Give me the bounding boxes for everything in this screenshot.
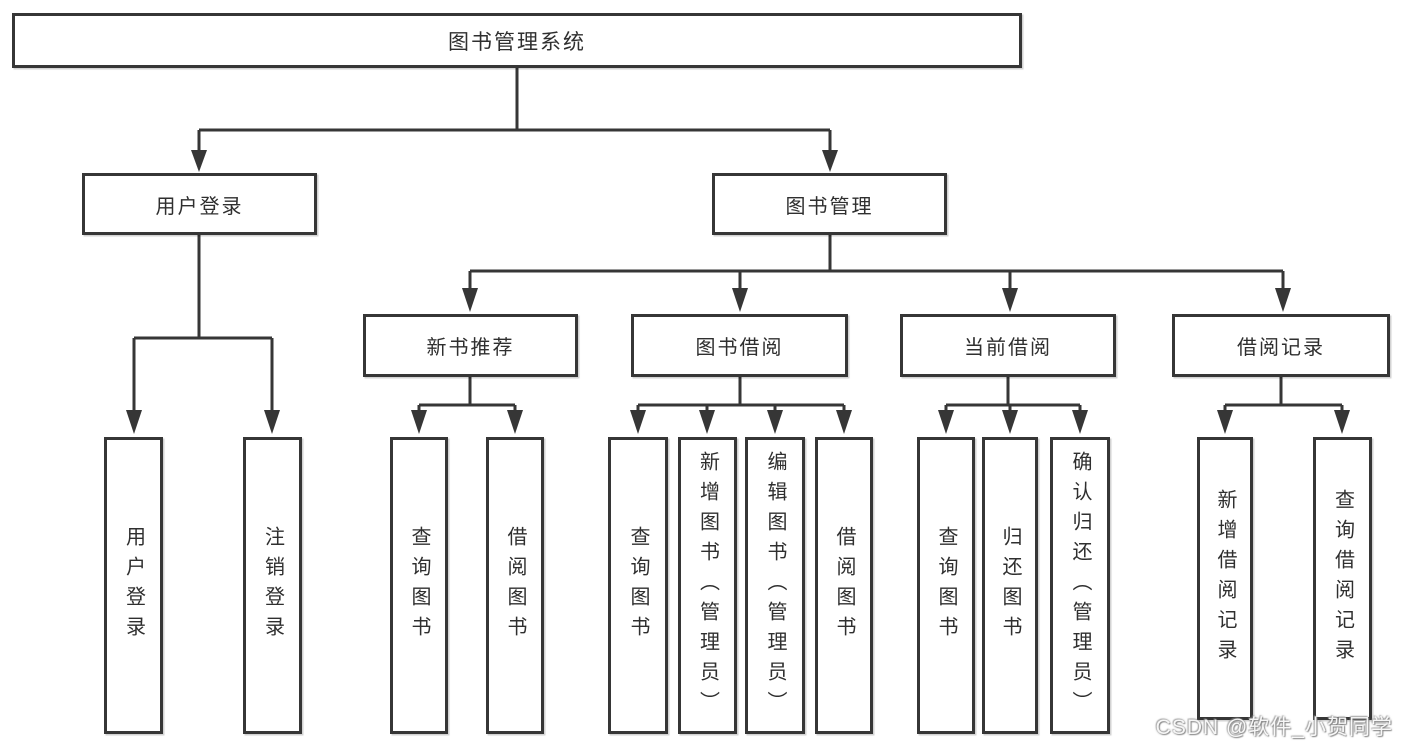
leaf-records-query-record: 查询借阅记录 [1313,437,1372,720]
node-user-login: 用户登录 [82,173,317,235]
node-borrow-records: 借阅记录 [1172,314,1390,377]
leaf-newrec-query-books: 查询图书 [390,437,448,734]
node-book-borrow: 图书借阅 [631,314,848,377]
node-new-book-recommend: 新书推荐 [363,314,578,377]
leaf-current-confirm-return-admin: 确认归还（管理员） [1050,437,1110,734]
leaf-current-query-books: 查询图书 [917,437,975,734]
node-root: 图书管理系统 [12,13,1022,68]
node-current-borrow: 当前借阅 [900,314,1116,377]
node-book-mgmt: 图书管理 [712,173,947,235]
leaf-logout: 注销登录 [243,437,302,734]
leaf-borrow-edit-books-admin: 编辑图书（管理员） [745,437,805,734]
leaf-borrow-add-books-admin: 新增图书（管理员） [678,437,737,734]
leaf-borrow-query-books: 查询图书 [608,437,668,734]
leaf-newrec-borrow-books: 借阅图书 [486,437,544,734]
csdn-watermark: CSDN @软件_小贺同学 [1155,716,1393,739]
leaf-records-add-record: 新增借阅记录 [1197,437,1253,720]
leaf-borrow-borrow-books: 借阅图书 [815,437,873,734]
leaf-current-return-books: 归还图书 [982,437,1038,734]
leaf-user-login: 用户登录 [104,437,163,734]
